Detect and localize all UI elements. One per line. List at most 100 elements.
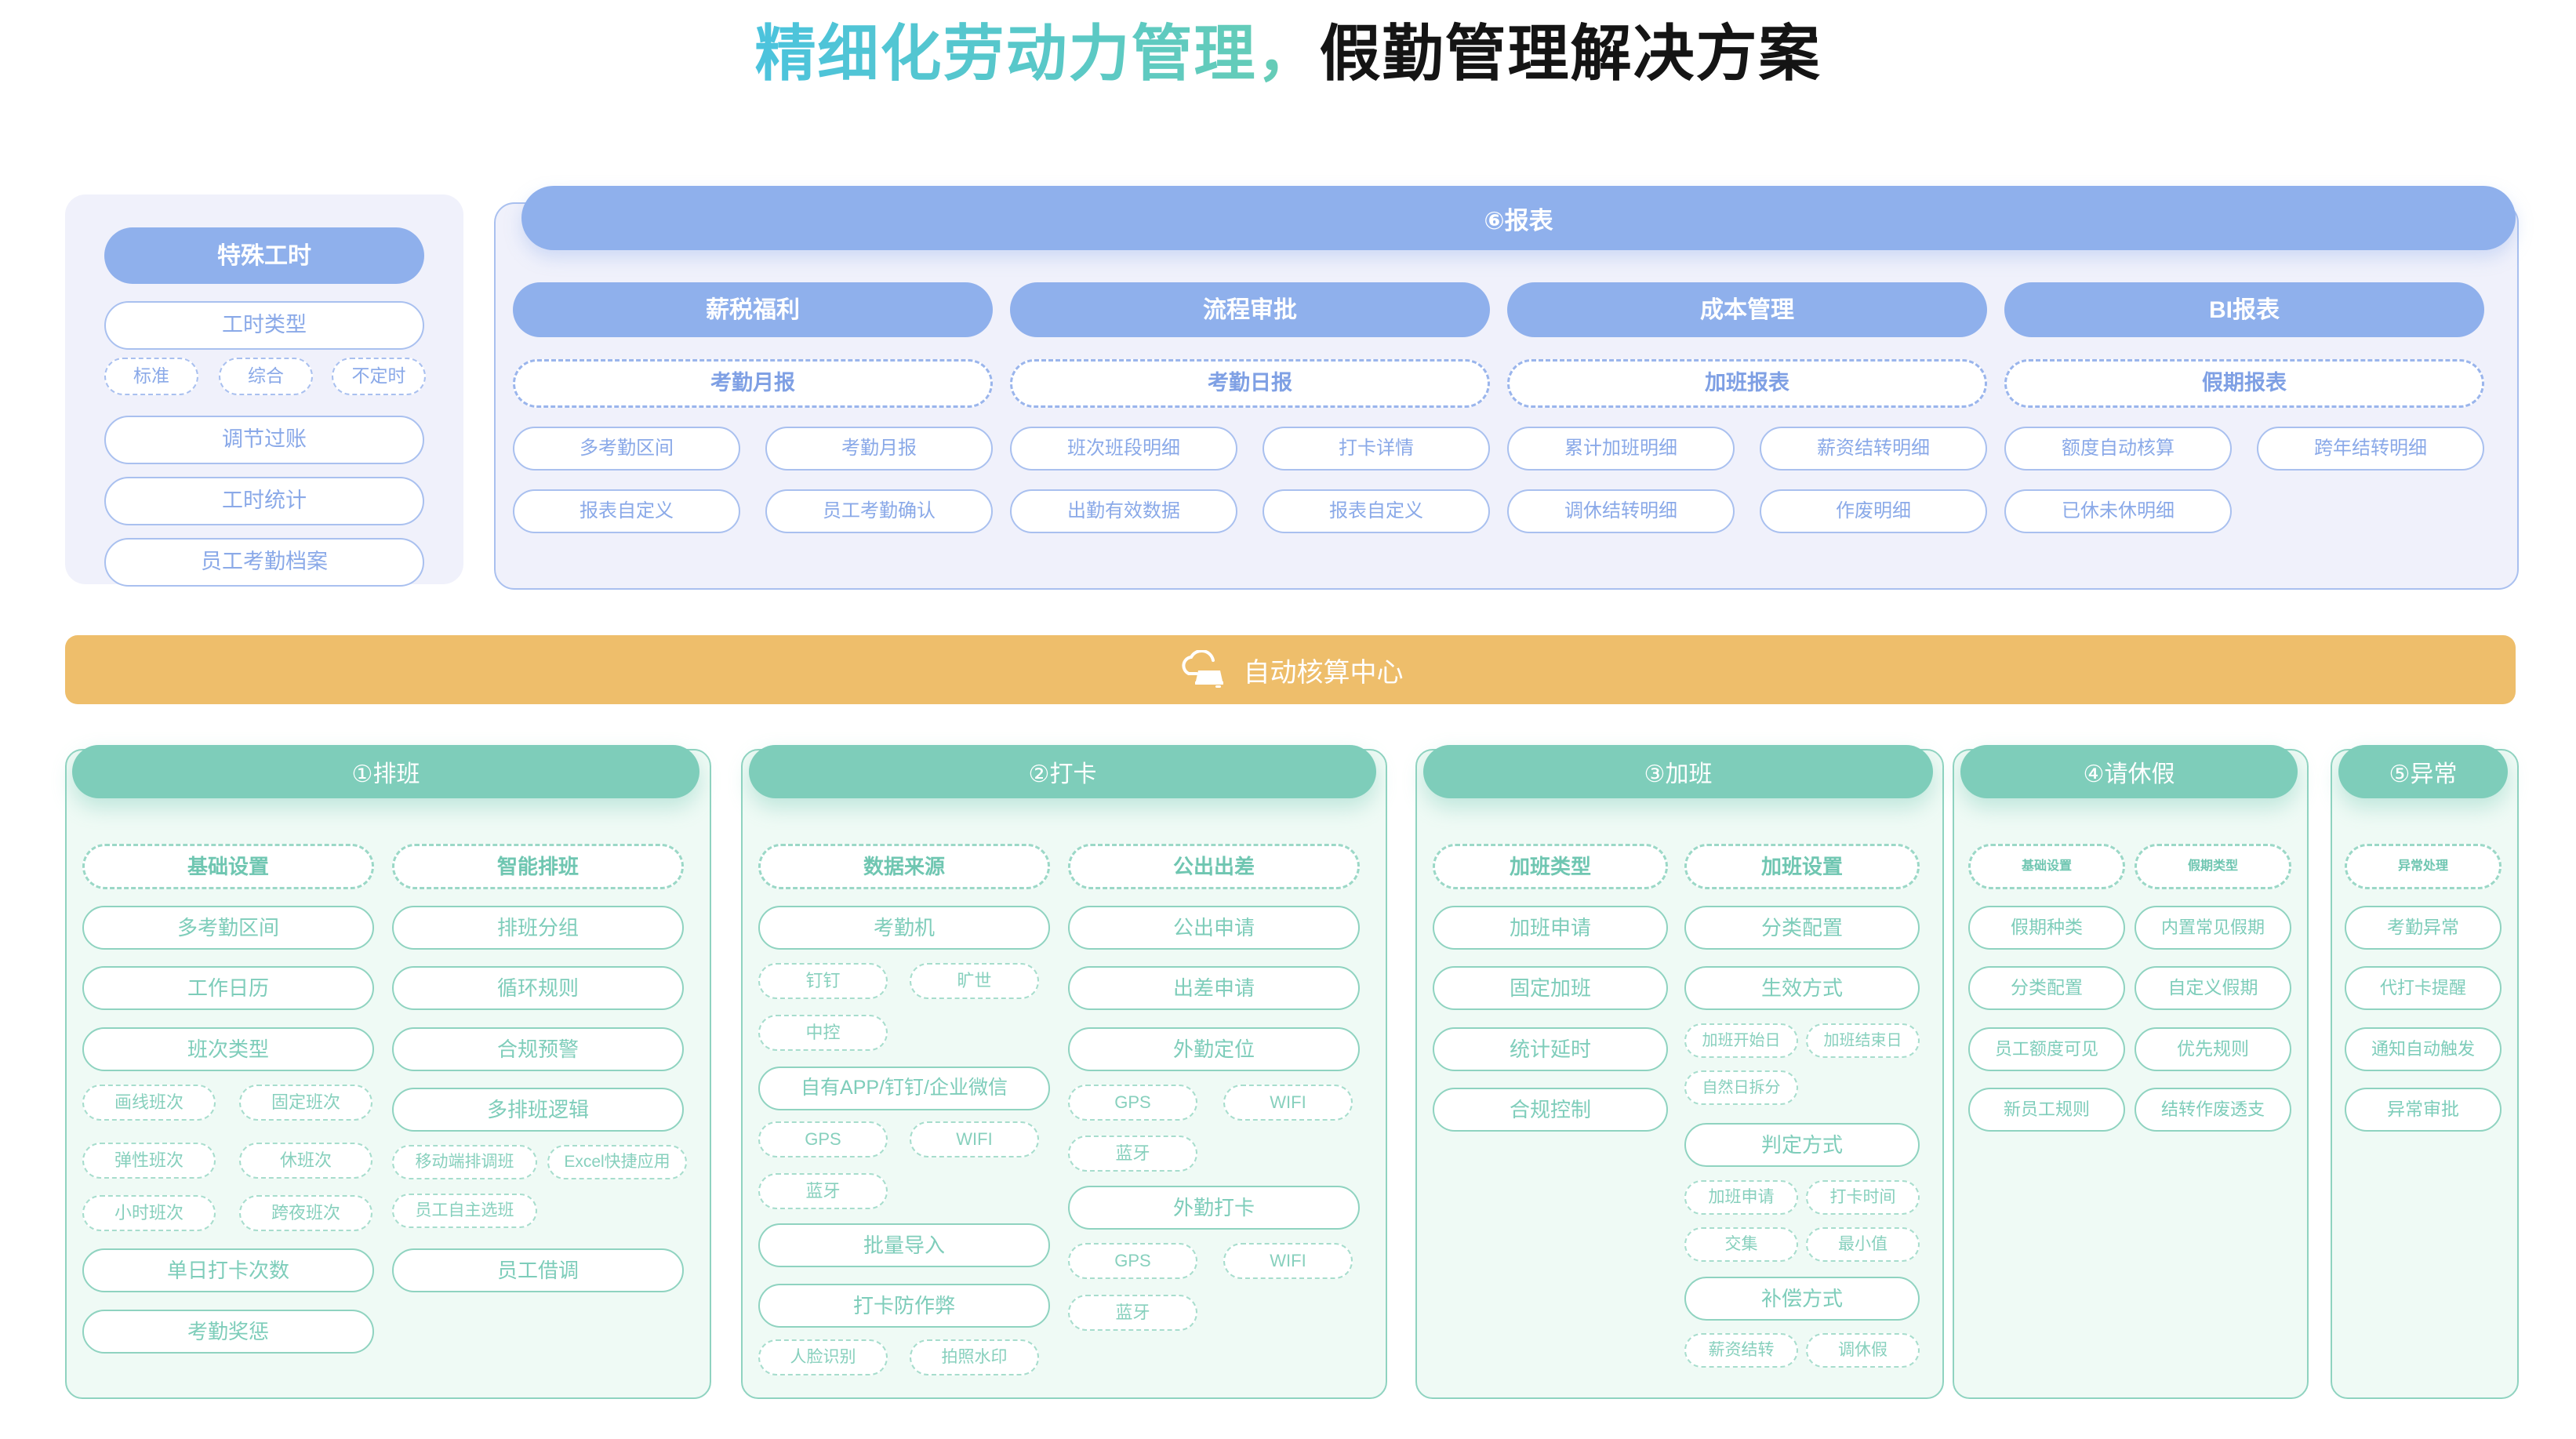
item-paiban-r2[interactable]: 合规预警 [392,1027,684,1071]
special-hours-item-1[interactable]: 调节过账 [104,416,424,464]
report-sub-3[interactable]: 假期报表 [2004,359,2484,408]
item-jiaban-l1[interactable]: 固定加班 [1433,966,1668,1010]
item-yichang-2[interactable]: 通知自动触发 [2345,1027,2502,1071]
item-jiaban-r3[interactable]: 补偿方式 [1684,1277,1920,1321]
column-header-daka[interactable]: ②打卡 [749,745,1376,798]
report-leaf-1-1[interactable]: 打卡详情 [1263,427,1490,471]
item-paiban-l0[interactable]: 多考勤区间 [82,906,374,950]
item-jiaban-l2[interactable]: 统计延时 [1433,1027,1668,1071]
chip-daka-l3[interactable]: GPS [758,1121,888,1157]
chip-jiaban-r8[interactable]: 调休假 [1806,1333,1920,1368]
chip-daka-l4[interactable]: WIFI [910,1121,1039,1157]
item-paiban-r1[interactable]: 循环规则 [392,966,684,1010]
item-daka-r0[interactable]: 公出申请 [1068,906,1360,950]
chip-paiban-r1[interactable]: Excel快捷应用 [547,1145,687,1179]
report-sub-0[interactable]: 考勤月报 [513,359,993,408]
chip-jiaban-r5[interactable]: 交集 [1684,1227,1798,1262]
report-leaf-0-1[interactable]: 考勤月报 [765,427,993,471]
chip-paiban-l5[interactable]: 跨夜班次 [239,1195,372,1231]
report-leaf-0-3[interactable]: 员工考勤确认 [765,489,993,533]
chip-jiaban-r2[interactable]: 自然日拆分 [1684,1070,1798,1105]
group-jiaban-right[interactable]: 加班设置 [1684,844,1920,889]
chip-daka-l2[interactable]: 中控 [758,1015,888,1051]
chip-jiaban-r6[interactable]: 最小值 [1806,1227,1920,1262]
report-leaf-3-1[interactable]: 跨年结转明细 [2257,427,2484,471]
item-qingjia-r3[interactable]: 结转作废透支 [2135,1088,2291,1132]
chip-paiban-l2[interactable]: 弹性班次 [82,1143,216,1179]
special-hours-chip-0[interactable]: 标准 [104,358,198,395]
report-leaf-1-3[interactable]: 报表自定义 [1263,489,1490,533]
chip-daka-r3[interactable]: GPS [1068,1243,1197,1279]
chip-paiban-l3[interactable]: 休班次 [239,1143,372,1179]
item-paiban-l2[interactable]: 班次类型 [82,1027,374,1071]
item-daka-l3[interactable]: 打卡防作弊 [758,1284,1050,1328]
chip-daka-l1[interactable]: 旷世 [910,963,1039,999]
column-header-jiaban[interactable]: ③加班 [1423,745,1933,798]
report-leaf-0-0[interactable]: 多考勤区间 [513,427,740,471]
report-category-3[interactable]: BI报表 [2004,282,2484,337]
chip-jiaban-r7[interactable]: 薪资结转 [1684,1333,1798,1368]
report-sub-1[interactable]: 考勤日报 [1010,359,1490,408]
item-qingjia-l1[interactable]: 分类配置 [1968,966,2125,1010]
item-jiaban-r2[interactable]: 判定方式 [1684,1123,1920,1167]
group-jiaban-left[interactable]: 加班类型 [1433,844,1668,889]
group-yichang[interactable]: 异常处理 [2345,844,2502,889]
special-hours-item-3[interactable]: 员工考勤档案 [104,538,424,587]
chip-paiban-l0[interactable]: 画线班次 [82,1085,216,1121]
column-header-yichang[interactable]: ⑤异常 [2338,745,2508,798]
item-jiaban-r1[interactable]: 生效方式 [1684,966,1920,1010]
item-qingjia-r2[interactable]: 优先规则 [2135,1027,2291,1071]
chip-daka-r5[interactable]: 蓝牙 [1068,1295,1197,1331]
item-qingjia-l3[interactable]: 新员工规则 [1968,1088,2125,1132]
item-paiban-l1[interactable]: 工作日历 [82,966,374,1010]
item-jiaban-r0[interactable]: 分类配置 [1684,906,1920,950]
group-qingjia-right[interactable]: 假期类型 [2135,844,2291,889]
chip-jiaban-r3[interactable]: 加班申请 [1684,1180,1798,1215]
report-leaf-0-2[interactable]: 报表自定义 [513,489,740,533]
report-leaf-1-0[interactable]: 班次班段明细 [1010,427,1237,471]
item-paiban-ltail1[interactable]: 考勤奖惩 [82,1310,374,1354]
chip-daka-r1[interactable]: WIFI [1223,1085,1353,1121]
chip-daka-r4[interactable]: WIFI [1223,1243,1353,1279]
report-sub-2[interactable]: 加班报表 [1507,359,1987,408]
report-category-2[interactable]: 成本管理 [1507,282,1987,337]
item-qingjia-r1[interactable]: 自定义假期 [2135,966,2291,1010]
chip-paiban-l4[interactable]: 小时班次 [82,1195,216,1231]
chip-jiaban-r4[interactable]: 打卡时间 [1806,1180,1920,1215]
chip-paiban-r2[interactable]: 员工自主选班 [392,1194,537,1228]
item-yichang-1[interactable]: 代打卡提醒 [2345,966,2502,1010]
chip-paiban-r0[interactable]: 移动端排调班 [392,1145,537,1179]
group-paiban-left[interactable]: 基础设置 [82,844,374,889]
chip-daka-r0[interactable]: GPS [1068,1085,1197,1121]
report-header[interactable]: ⑥报表 [521,186,2516,250]
report-leaf-2-2[interactable]: 调休结转明细 [1507,489,1735,533]
item-qingjia-r0[interactable]: 内置常见假期 [2135,906,2291,950]
report-leaf-2-3[interactable]: 作废明细 [1760,489,1987,533]
column-header-paiban[interactable]: ①排班 [72,745,699,798]
special-hours-chip-2[interactable]: 不定时 [332,358,426,395]
special-hours-chip-1[interactable]: 综合 [219,358,313,395]
special-hours-item-2[interactable]: 工时统计 [104,477,424,525]
report-leaf-1-2[interactable]: 出勤有效数据 [1010,489,1237,533]
chip-daka-r2[interactable]: 蓝牙 [1068,1136,1197,1172]
item-yichang-3[interactable]: 异常审批 [2345,1088,2502,1132]
item-daka-l0[interactable]: 考勤机 [758,906,1050,950]
item-daka-r2[interactable]: 外勤定位 [1068,1027,1360,1071]
chip-jiaban-r1[interactable]: 加班结束日 [1806,1023,1920,1058]
item-jiaban-l3[interactable]: 合规控制 [1433,1088,1668,1132]
item-daka-l1[interactable]: 自有APP/钉钉/企业微信 [758,1067,1050,1110]
chip-daka-l0[interactable]: 钉钉 [758,963,888,999]
report-category-1[interactable]: 流程审批 [1010,282,1490,337]
item-yichang-0[interactable]: 考勤异常 [2345,906,2502,950]
item-paiban-r3[interactable]: 多排班逻辑 [392,1088,684,1132]
report-leaf-2-1[interactable]: 薪资结转明细 [1760,427,1987,471]
group-qingjia-left[interactable]: 基础设置 [1968,844,2125,889]
item-daka-r1[interactable]: 出差申请 [1068,966,1360,1010]
group-paiban-right[interactable]: 智能排班 [392,844,684,889]
item-daka-r3[interactable]: 外勤打卡 [1068,1186,1360,1230]
item-qingjia-l0[interactable]: 假期种类 [1968,906,2125,950]
item-qingjia-l2[interactable]: 员工额度可见 [1968,1027,2125,1071]
column-header-qingjia[interactable]: ④请休假 [1960,745,2298,798]
group-daka-left[interactable]: 数据来源 [758,844,1050,889]
report-leaf-2-0[interactable]: 累计加班明细 [1507,427,1735,471]
